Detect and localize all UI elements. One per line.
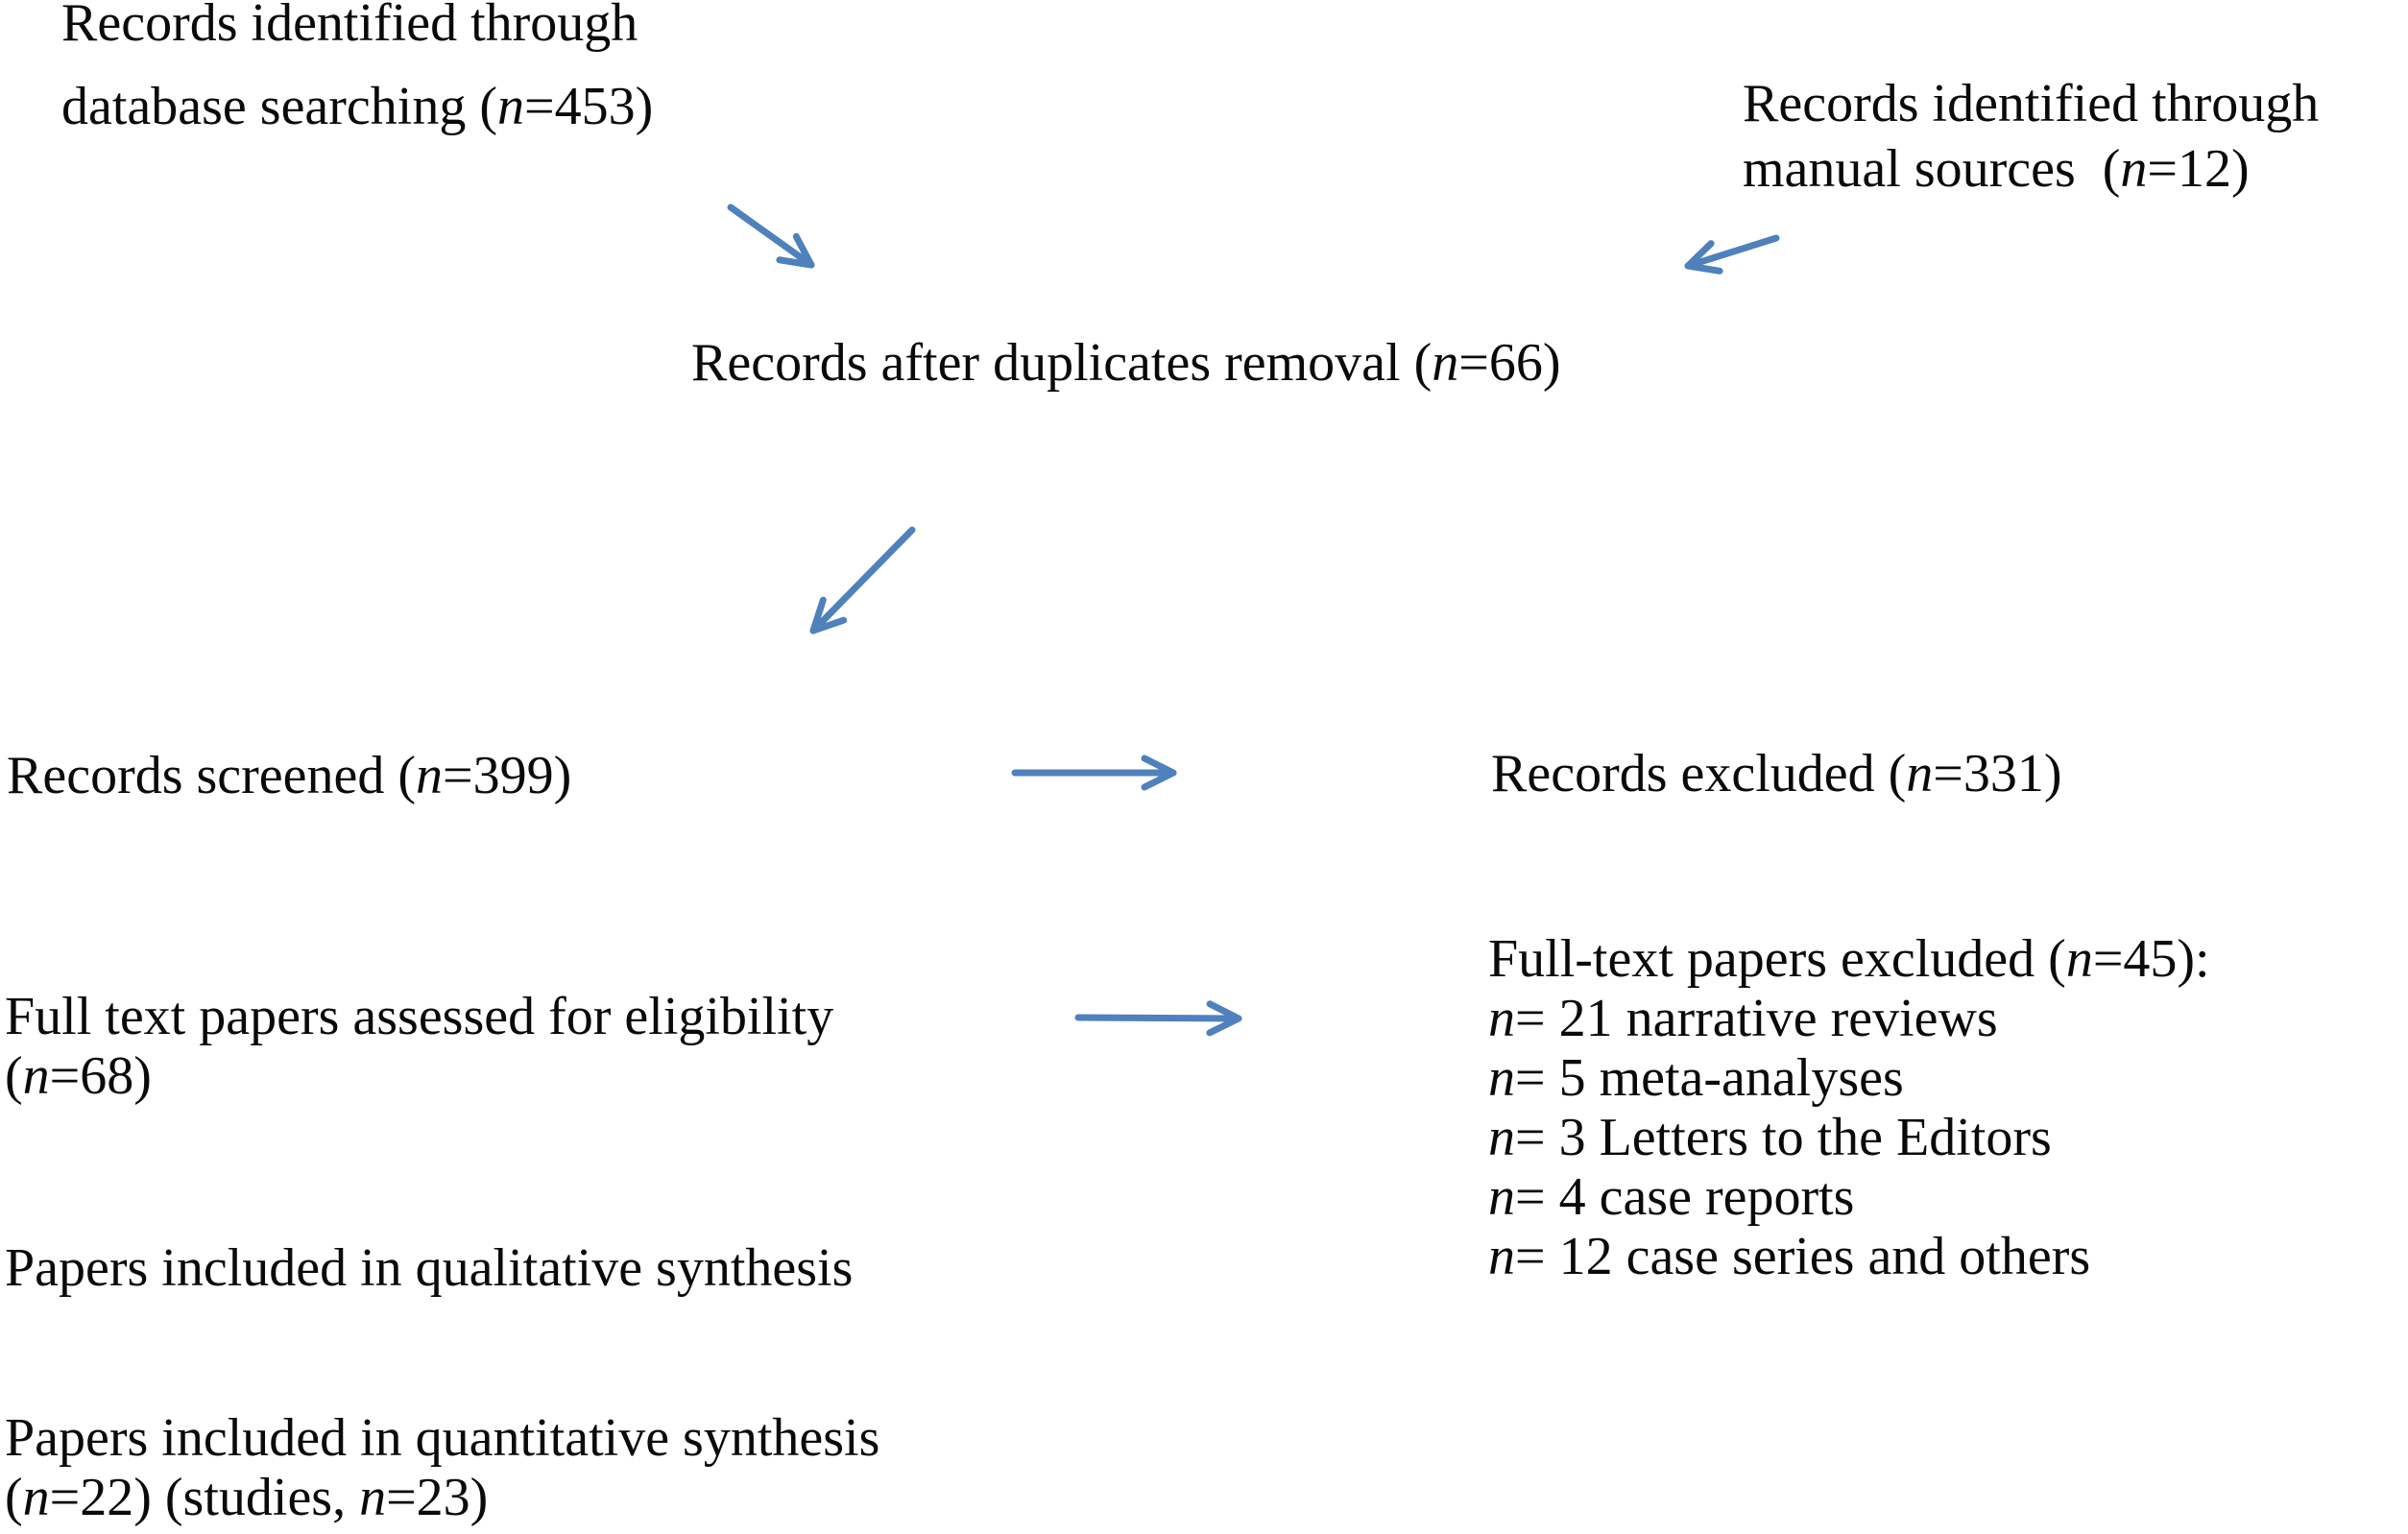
list-item-case-series: n= 12 case series and others (1488, 1227, 2091, 1286)
node-records-screened: Records screened (n=399) (7, 746, 571, 805)
node-text-line: Records identified through (1743, 74, 2320, 133)
list-item-case-reports: n= 4 case reports (1488, 1167, 1855, 1227)
node-text-line: database searching (n=453) (61, 77, 654, 136)
node-text-line: Records screened (n=399) (7, 746, 572, 805)
arrow-database-search-to-duplicates (727, 204, 815, 269)
node-records-after-duplicates-removal: Records after duplicates removal (n=66) (691, 333, 1560, 393)
node-quantitative-synthesis: Papers included in quantitative synthesi… (5, 1408, 879, 1527)
arrow-manual-sources-to-duplicates (1684, 234, 1780, 275)
node-text-line: Records excluded (n=331) (1491, 744, 2062, 803)
node-qualitative-synthesis: Papers included in qualitative synthesis (5, 1238, 853, 1298)
node-text-line: Papers included in quantitative synthesi… (5, 1408, 880, 1468)
list-item-meta-analyses: n= 5 meta-analyses (1488, 1048, 1904, 1108)
node-records-excluded: Records excluded (n=331) (1491, 744, 2062, 803)
node-text-line: Records identified through (61, 0, 638, 53)
arrow-assessed-to-fulltext-excluded (1074, 1000, 1242, 1037)
node-text-line: Full text papers assessed for eligibilit… (5, 987, 834, 1046)
list-item-narrative-reviews: n= 21 narrative reviews (1488, 989, 1998, 1048)
node-fulltext-excluded-list: Full-text papers excluded (n=45): n= 21 … (1488, 929, 2210, 1286)
list-item-letters-to-editors: n= 3 Letters to the Editors (1488, 1108, 2052, 1167)
arrow-duplicates-to-screened (809, 526, 916, 635)
node-text-line: (n=68) (5, 1046, 152, 1106)
node-text-line: (n=22) (studies, n=23) (5, 1468, 489, 1527)
node-text-line: Full-text papers excluded (n=45): (1488, 929, 2210, 989)
node-records-manual-sources: Records identified through manual source… (1743, 71, 2319, 202)
node-records-database-search: Records identified through database sear… (61, 0, 653, 149)
node-text-line: Records after duplicates removal (n=66) (691, 333, 1561, 393)
node-text-line: Papers included in qualitative synthesis (5, 1238, 854, 1298)
node-fulltext-assessed: Full text papers assessed for eligibilit… (5, 987, 833, 1106)
node-text-line: manual sources (n=12) (1743, 139, 2250, 199)
